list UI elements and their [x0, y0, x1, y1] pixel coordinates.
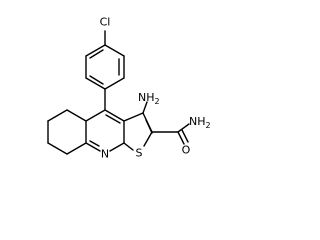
amide-group [151, 123, 190, 145]
bond [109, 142, 125, 152]
amine-bond [142, 101, 148, 114]
carbonyl-bond [177, 131, 185, 145]
bond [123, 142, 134, 151]
bond [66, 109, 87, 122]
pyridine-ring [85, 109, 125, 152]
bond [123, 112, 144, 122]
bond [66, 142, 87, 155]
bond [47, 109, 68, 122]
chemical-structure-diagram: Cl NH2 NH2 O N S [47, 16, 211, 161]
amide-nh2-label: NH2 [189, 115, 211, 130]
bond [143, 131, 153, 147]
bond [85, 142, 101, 152]
thiophene-sulfur-label: S [136, 147, 143, 160]
cyclohexane-ring [47, 109, 87, 155]
bond [47, 142, 68, 155]
bond [85, 77, 106, 90]
thiophene-ring [123, 112, 153, 151]
double-bond [89, 75, 104, 85]
bond [85, 44, 106, 57]
bond [85, 109, 106, 122]
double-bond [89, 49, 104, 59]
carbonyl-bond [181, 129, 189, 143]
pyridine-nitrogen-label: N [101, 148, 109, 161]
amide-oxygen-label: O [182, 144, 191, 157]
double-bond [145, 119, 153, 134]
double-bond [89, 140, 100, 147]
amine-label: NH2 [138, 91, 160, 106]
bond [104, 109, 125, 122]
bond [104, 77, 125, 90]
bond [177, 123, 190, 133]
double-bond [105, 114, 121, 124]
chlorine-label: Cl [100, 16, 111, 29]
chlorophenyl-ring [85, 30, 125, 90]
bond [104, 44, 125, 57]
